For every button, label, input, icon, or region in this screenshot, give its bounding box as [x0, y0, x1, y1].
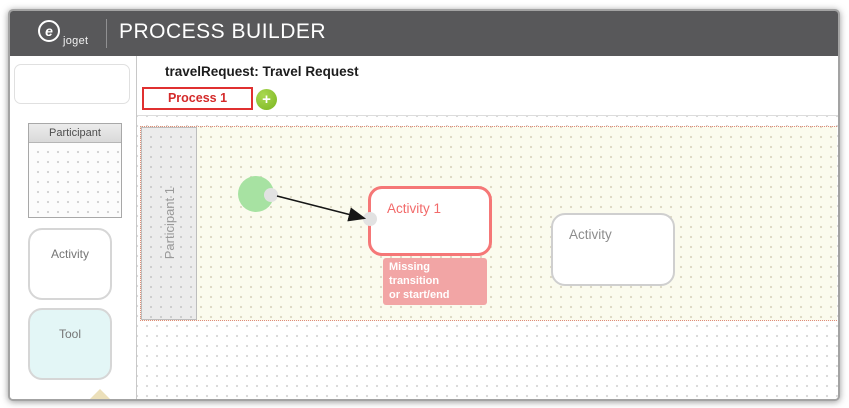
palette-blank-box [14, 64, 130, 104]
node-activity-label: Activity [569, 227, 612, 242]
lane-label: Participant 1 [161, 187, 177, 260]
palette-item-activity[interactable]: Activity [28, 228, 112, 300]
node-activity-1-label: Activity 1 [387, 201, 442, 216]
palette-participant-label: Participant [29, 124, 121, 143]
logo-glyph: e [45, 23, 53, 39]
app-header: e joget PROCESS BUILDER [10, 11, 838, 56]
design-canvas: travelRequest: Travel Request Process 1 … [137, 56, 838, 399]
lane-participant-1[interactable]: Participant 1 [141, 127, 197, 320]
node-activity[interactable]: Activity [551, 213, 675, 286]
validation-tooltip: Missing transition or start/end [383, 258, 487, 306]
process-builder-window: e joget PROCESS BUILDER Participant Acti… [8, 9, 840, 401]
palette-participant-body [29, 143, 121, 217]
workflow-title: travelRequest: Travel Request [165, 64, 359, 79]
activity-1-in-port[interactable] [363, 212, 377, 226]
palette-activity-label: Activity [50, 247, 89, 261]
header-divider [106, 19, 107, 48]
tooltip-line-1: Missing transition [389, 261, 440, 287]
joget-logo-icon: e [38, 20, 60, 42]
logo-wordmark: joget [63, 35, 89, 47]
node-activity-1[interactable]: Activity 1 [368, 186, 492, 256]
palette-tool-label: Tool [58, 327, 81, 341]
scroll-up-arrow-icon[interactable] [90, 389, 110, 399]
tooltip-line-2: or start/end [389, 288, 450, 301]
app-title: PROCESS BUILDER [119, 20, 327, 43]
tab-strip-divider [137, 115, 838, 116]
process-pool[interactable]: Participant 1 [140, 126, 837, 321]
canvas-grid[interactable]: Participant 1 Activity 1 [137, 116, 838, 399]
palette-sidebar: Participant Activity Tool [10, 56, 137, 399]
add-process-button[interactable]: + [256, 89, 277, 110]
tab-process-1[interactable]: Process 1 [142, 87, 253, 110]
start-node-out-port[interactable] [264, 188, 278, 202]
palette-item-participant[interactable]: Participant [28, 123, 122, 218]
palette-item-tool[interactable]: Tool [28, 308, 112, 380]
